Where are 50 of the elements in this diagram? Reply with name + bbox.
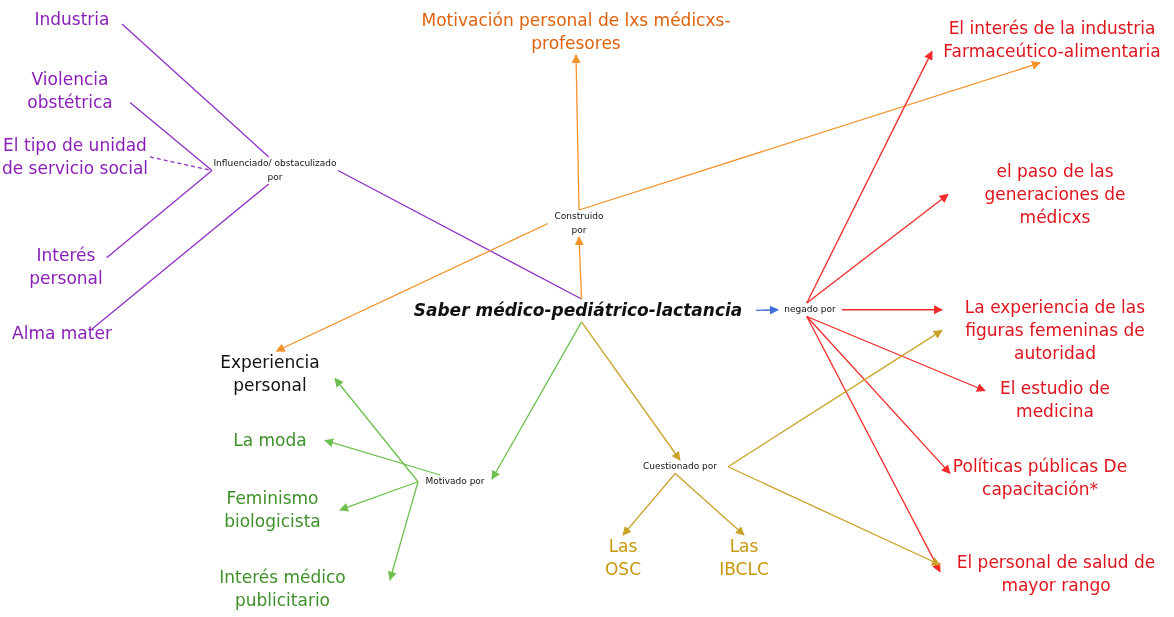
concept-label: Interés personal <box>8 244 124 290</box>
arrow <box>622 472 676 536</box>
concept-label: El estudio de medicina <box>985 377 1125 423</box>
central-concept: Saber médico-pediátrico-lactancia <box>400 299 756 322</box>
connector-line <box>129 101 213 172</box>
concept-label: Industria <box>22 8 122 31</box>
arrow <box>841 305 943 315</box>
connector-phrase: Cuestionado por <box>632 460 728 474</box>
connector-line <box>91 183 270 330</box>
arrow <box>806 315 951 474</box>
arrow <box>491 321 583 480</box>
arrow <box>574 236 584 300</box>
concept-label: el paso de las generaciones de médicxs <box>948 160 1162 229</box>
connector-line <box>105 169 213 259</box>
arrow <box>387 481 419 581</box>
concept-label: La moda <box>215 429 325 452</box>
arrow <box>334 377 419 483</box>
connector-phrase: Construido por <box>548 210 610 237</box>
concept-label: La experiencia de las figuras femeninas de autoridad <box>942 296 1168 365</box>
arrow <box>727 329 943 468</box>
concept-label: El tipo de unidad de servicio social <box>0 134 150 180</box>
arrow <box>755 305 779 315</box>
concept-label: El personal de salud de mayor rango <box>940 551 1172 597</box>
arrow <box>580 321 681 461</box>
concept-label: Las IBCLC <box>708 535 780 581</box>
arrow <box>674 472 745 536</box>
concept-label: Violencia obstétrica <box>10 68 130 114</box>
concept-label: Alma mater <box>12 322 112 345</box>
connector-line <box>121 23 270 158</box>
arrow <box>324 438 441 476</box>
arrow <box>806 193 949 304</box>
arrow <box>275 222 549 352</box>
concept-label: El interés de la industria Farmaceútico-alimentaria <box>932 17 1172 63</box>
connector-line <box>337 169 583 300</box>
concept-label: Motivación personal de lxs médicxs-profesores <box>406 9 746 55</box>
arrow <box>806 50 933 304</box>
arrow <box>727 466 941 566</box>
arrow <box>578 61 1041 211</box>
arrow <box>806 315 986 392</box>
concept-label: Las OSC <box>590 535 656 581</box>
concept-label: Experiencia personal <box>205 351 335 397</box>
concept-label: Interés médico publicitario <box>175 566 390 612</box>
connector-phrase: Influenciado/ obstaculizado por <box>212 157 338 184</box>
arrow <box>339 481 419 512</box>
arrow <box>571 54 581 211</box>
connector-phrase: Motivado por <box>418 475 492 489</box>
concept-label: Feminismo biologicista <box>205 487 340 533</box>
concept-label: Políticas públicas De capacitación* <box>950 455 1130 501</box>
arrow <box>806 315 941 573</box>
connector-phrase: negado por <box>778 303 842 317</box>
